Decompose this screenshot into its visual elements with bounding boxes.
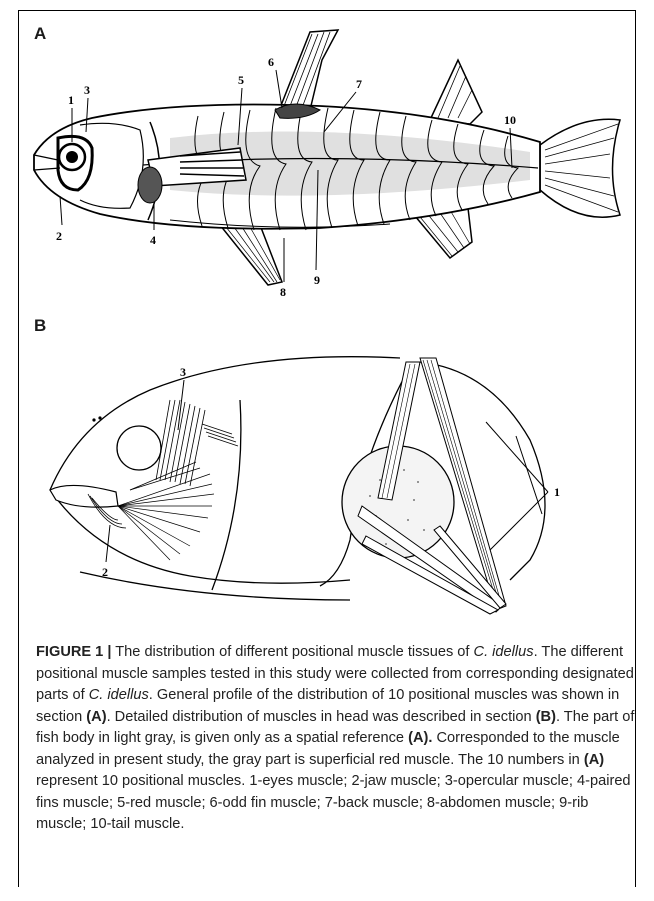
head-illustrations: 3 2 1 (20, 340, 640, 620)
label-3: 3 (84, 83, 90, 97)
caption-text-7: represent 10 positional muscles. 1-eyes … (36, 773, 631, 832)
label-9: 9 (314, 273, 320, 287)
caption-ref-a-3: (A) (584, 752, 604, 768)
label-2: 2 (56, 229, 62, 243)
head-label-3: 3 (180, 365, 186, 379)
label-6: 6 (268, 55, 274, 69)
label-7: 7 (356, 77, 362, 91)
caption-ref-b: (B) (536, 709, 556, 725)
pupil (66, 151, 78, 163)
label-1: 1 (68, 93, 74, 107)
head-eye-view: 1 (320, 358, 560, 614)
head-eye (117, 426, 161, 470)
adipose-fin (430, 60, 482, 124)
label-5: 5 (238, 73, 244, 87)
pelvic-fin (220, 225, 282, 285)
caption-text-4: . Detailed distribution of muscles in he… (107, 709, 536, 725)
caption-ref-a-2: (A). (408, 730, 432, 746)
panel-b-label: B (34, 316, 46, 336)
figure-caption: FIGURE 1 | The distribution of different… (36, 642, 636, 836)
label-10: 10 (504, 113, 516, 127)
caption-text-1: The distribution of different positional… (111, 644, 473, 660)
caption-species: C. idellus (474, 644, 534, 660)
gill-cover (80, 123, 143, 208)
tail-fin (540, 119, 620, 217)
head-label-2: 2 (102, 565, 108, 579)
caption-figure-label: FIGURE 1 | (36, 644, 111, 660)
label-8: 8 (280, 285, 286, 299)
caption-species-2: C. idellus (89, 687, 149, 703)
head-label-1: 1 (554, 485, 560, 499)
fish-illustration: 1 2 3 4 5 6 7 8 9 10 (20, 20, 640, 300)
label-4: 4 (150, 233, 156, 247)
caption-ref-a: (A) (86, 709, 106, 725)
paired-fin-muscle (138, 167, 162, 203)
